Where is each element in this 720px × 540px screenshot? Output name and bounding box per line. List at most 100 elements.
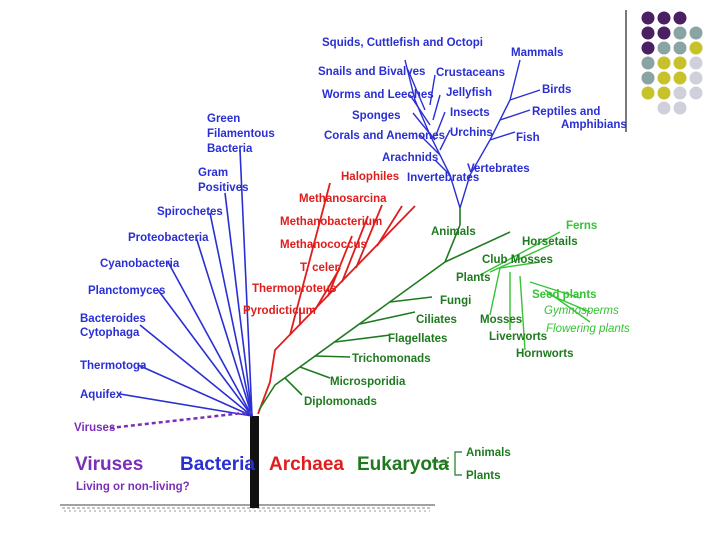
eukaryota-branches [258,208,511,411]
domain-eukaryota: Eukaryota [357,454,449,475]
label-corals: Corals and Anemones [324,130,445,142]
label-cytophaga: Cytophaga [80,327,140,339]
label-insects: Insects [450,107,490,119]
label-methanosarcina: Methanosarcina [299,193,387,205]
label-birds: Birds [542,84,571,96]
label-gram: Gram [198,167,228,179]
label-spirochetes: Spirochetes [157,206,223,218]
decorative-dot [641,56,655,70]
decorative-dot [657,41,671,55]
label-sponges: Sponges [352,110,401,122]
label-mammals: Mammals [511,47,563,59]
label-club-mosses: Club Mosses [482,254,553,266]
label-pyrodicticum: Pyrodicticum [243,305,316,317]
viruses-branch [109,410,253,430]
label-liverworts: Liverworts [489,331,547,343]
decorative-dot [673,71,687,85]
label-mosses: Mosses [480,314,522,326]
label-vertebrates: Vertebrates [467,163,530,175]
label-aquifex: Aquifex [80,389,123,401]
label-green: Green [207,113,240,125]
label-trichomonads: Trichomonads [352,353,431,365]
label-viruses-branch: Viruses [74,422,115,434]
label-thermoproteus: Thermoproteus [252,283,336,295]
decorative-dot [657,11,671,25]
decorative-dot [641,86,655,100]
domain-bacteria: Bacteria [180,454,255,475]
decorative-dot [657,56,671,70]
decorative-dot [689,26,703,40]
label-ciliates: Ciliates [416,314,457,326]
label-reptiles: Reptiles and [532,106,600,118]
label-snails: Snails and Bivalves [318,66,425,78]
label-thermotoga: Thermotoga [80,360,147,372]
domain-archaea: Archaea [269,454,344,475]
decorative-dot [657,86,671,100]
label-halophiles: Halophiles [341,171,399,183]
decorative-dot [689,71,703,85]
legend-plants: Plants [466,470,501,482]
decorative-dot [673,56,687,70]
ground [60,504,435,512]
animals-branches [404,59,541,209]
label-squids: Squids, Cuttlefish and Octopi [322,37,483,49]
decorative-dot [641,26,655,40]
label-worms: Worms and Leeches [322,89,434,101]
label-microsporidia: Microsporidia [330,376,406,388]
label-flagellates: Flagellates [388,333,447,345]
decorative-dot [673,101,687,115]
decorative-dot [673,86,687,100]
label-planctomyces: Planctomyces [88,285,165,297]
label-amphibians: Amphibians [561,119,627,131]
label-invertebrates: Invertebrates [407,172,479,184]
label-gymnosperms: Gymnosperms [544,305,619,317]
decorative-dot [641,71,655,85]
decorative-dot [689,41,703,55]
labels: Green Filamentous Bacteria Gram Positive… [74,37,630,493]
label-plants: Plants [456,272,491,284]
label-hornworts: Hornworts [516,348,574,360]
decorative-dot [689,86,703,100]
label-arachnids: Arachnids [382,152,438,164]
label-filamentous: Filamentous [207,128,275,140]
label-urchins: Urchins [450,127,493,139]
decorative-dot [657,101,671,115]
decorative-dot [657,71,671,85]
label-animals: Animals [431,226,476,238]
bacteria-branches [119,149,253,417]
label-t-celer: T. celer [300,262,340,274]
label-positives: Positives [198,182,249,194]
label-horsetails: Horsetails [522,236,578,248]
label-diplomonads: Diplomonads [304,396,377,408]
label-cyanobacteria: Cyanobacteria [100,258,180,270]
archaea-branches [257,182,416,415]
label-methanococcus: Methanococcus [280,239,367,251]
legend-bracket [432,451,462,476]
label-fungi: Fungi [440,295,471,307]
plants-branches [479,231,591,351]
label-crustaceans: Crustaceans [436,67,505,79]
decorative-dot [673,11,687,25]
decorative-dot [657,26,671,40]
label-proteobacteria: Proteobacteria [128,232,209,244]
decorative-dot [689,56,703,70]
tree-trunk [250,416,259,508]
label-jellyfish: Jellyfish [446,87,492,99]
label-methanobacterium: Methanobacterium [280,216,382,228]
label-flowering-plants: Flowering plants [546,323,630,335]
viruses-question: Living or non-living? [76,481,190,493]
label-bacteroides: Bacteroides [80,313,146,325]
decorative-dot [673,26,687,40]
label-fish: Fish [516,132,540,144]
decorative-dot [641,41,655,55]
decorative-dot [673,41,687,55]
label-ferns: Ferns [566,220,597,232]
label-seed-plants: Seed plants [532,289,597,301]
legend-animals: Animals [466,447,511,459]
label-bacteria-green: Bacteria [207,143,253,155]
domain-viruses: Viruses [75,454,143,475]
decorative-dot [641,11,655,25]
